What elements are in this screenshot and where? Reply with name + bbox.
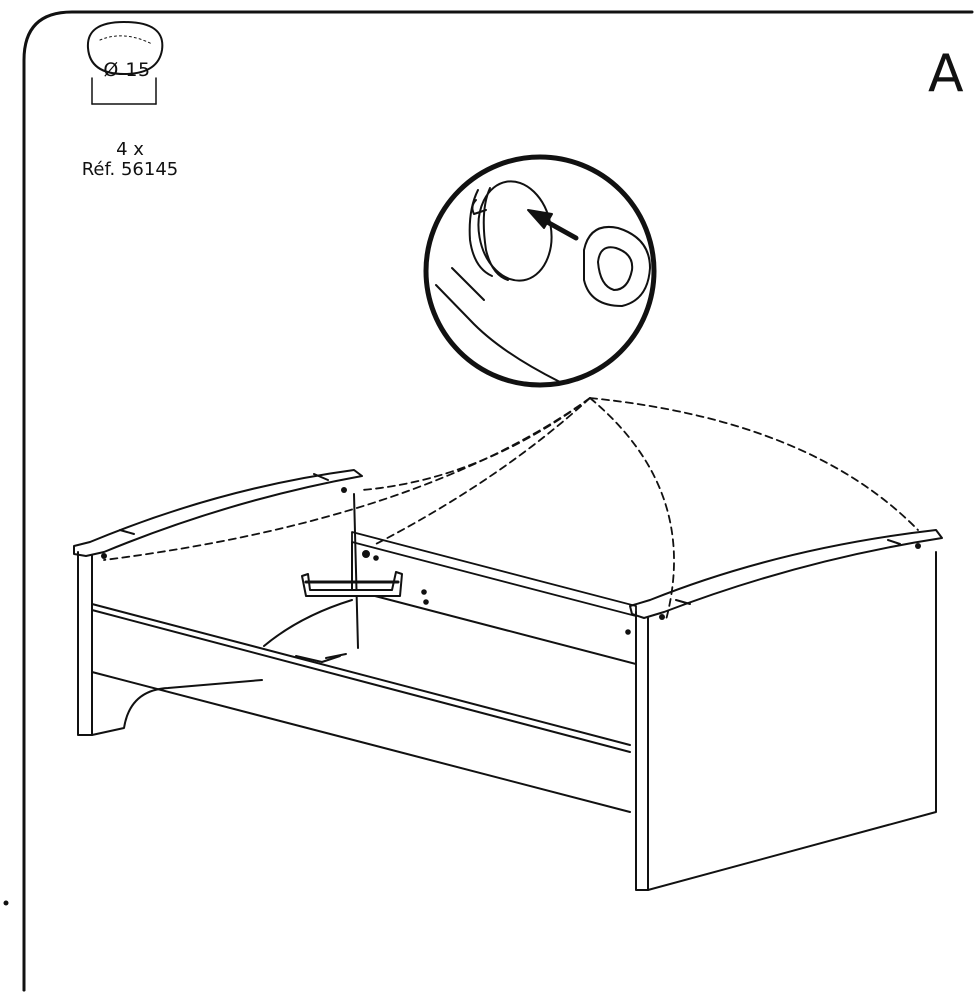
leader-lines — [103, 397, 919, 621]
part-quantity: 4 x — [116, 139, 144, 160]
cap-icon — [86, 21, 164, 105]
arrow-icon — [527, 209, 579, 241]
step-label: A — [928, 44, 964, 104]
frame-dot — [3, 900, 9, 906]
page-frame — [22, 10, 974, 992]
zoom-detail-icon — [423, 154, 657, 388]
bed-frame-icon — [73, 469, 943, 891]
part-reference: Réf. 56145 — [81, 159, 179, 180]
diameter-label: Ø 15 — [103, 59, 151, 81]
part-quantity-block: 4 x Réf. 56145 — [60, 140, 200, 180]
